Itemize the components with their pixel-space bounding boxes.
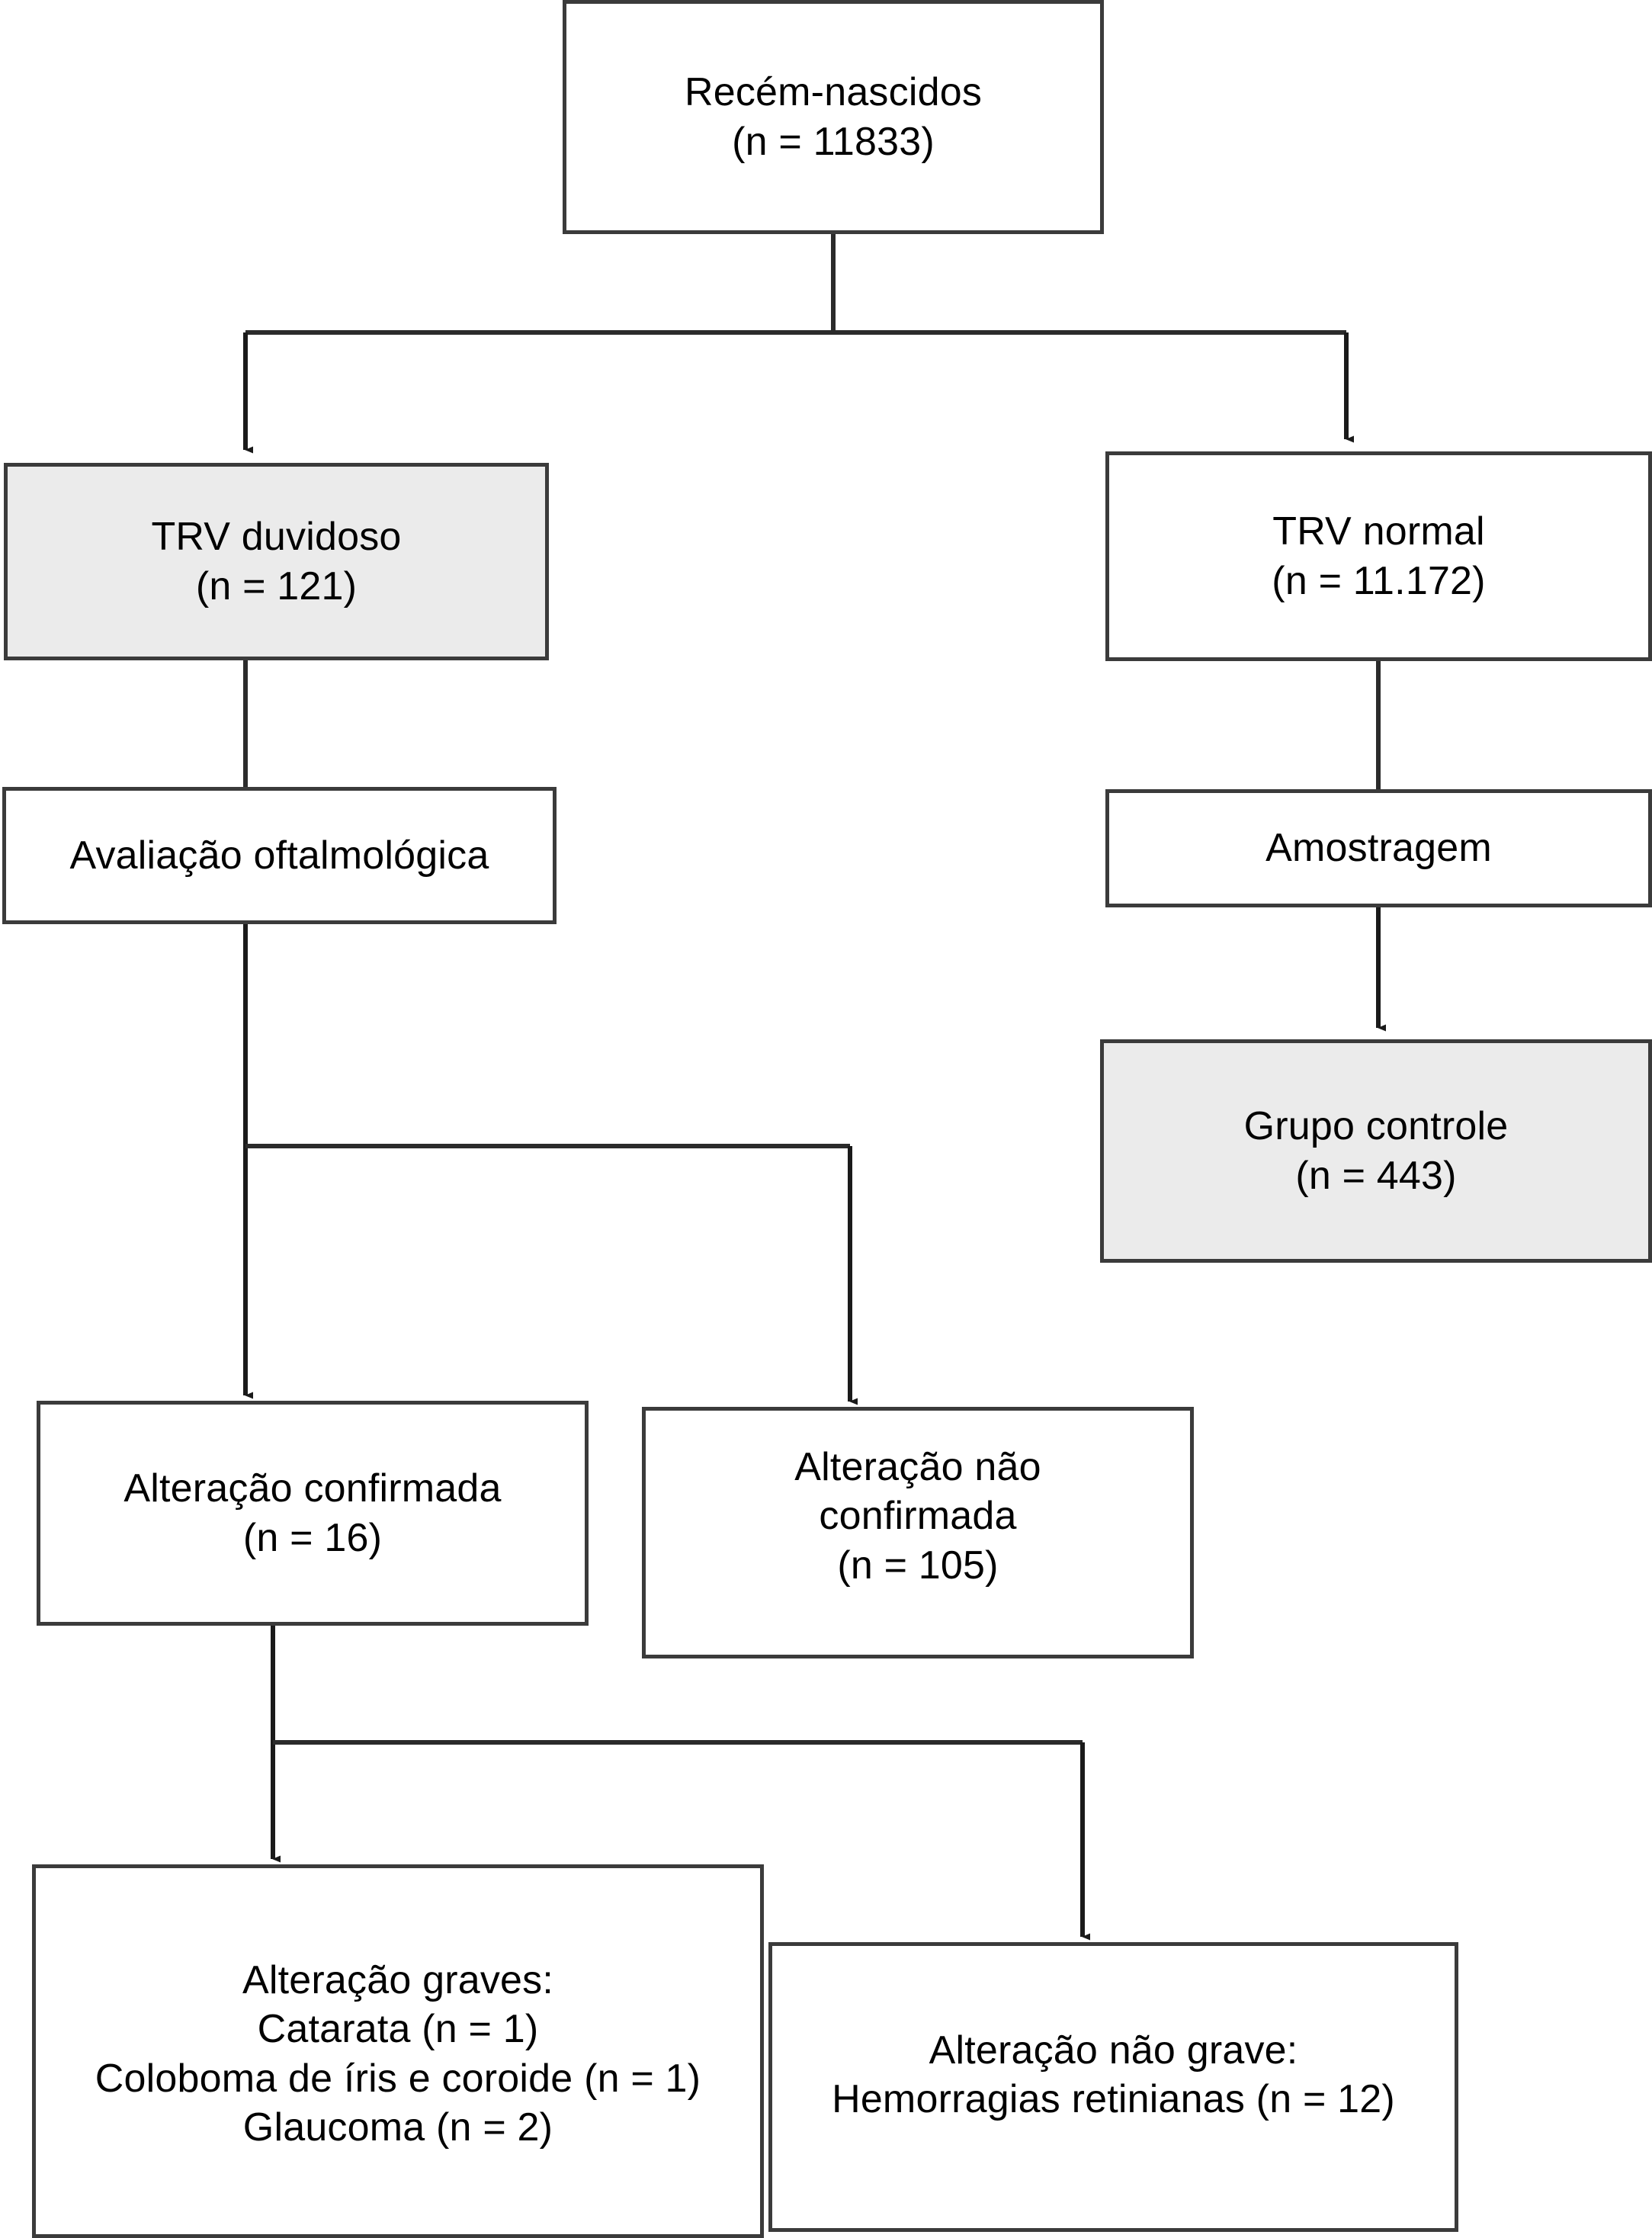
node-trv-duvidoso[interactable]: TRV duvidoso (n = 121) [4,463,549,660]
node-trv-normal-label: TRV normal (n = 11.172) [1272,509,1486,603]
node-alteracao-nao-confirmada-label: Alteração não confirmada (n = 105) [794,1445,1041,1588]
node-trv-normal[interactable]: TRV normal (n = 11.172) [1105,451,1652,661]
node-recem-nascidos[interactable]: Recém-nascidos (n = 11833) [563,0,1104,234]
node-alteracao-nao-confirmada[interactable]: Alteração não confirmada (n = 105) [642,1407,1194,1658]
node-amostragem-label: Amostragem [1265,826,1492,871]
node-grupo-controle-label: Grupo controle (n = 443) [1243,1104,1509,1198]
node-avaliacao-oftalmologica-label: Avaliação oftalmológica [69,833,489,878]
node-alteracao-confirmada-label: Alteração confirmada (n = 16) [123,1466,502,1560]
edge-recem-to-children [243,234,1354,454]
node-amostragem[interactable]: Amostragem [1105,789,1652,907]
node-alteracao-graves-label: Alteração graves: Catarata (n = 1) Colob… [95,1958,701,2150]
node-alteracao-nao-grave-label: Alteração não grave: Hemorragias retinia… [832,2028,1395,2122]
node-avaliacao-oftalmologica[interactable]: Avaliação oftalmológica [2,787,557,924]
node-recem-nascidos-label: Recém-nascidos (n = 11833) [684,70,983,164]
edge-avaliacao-to-outcomes [243,924,858,1405]
node-trv-duvidoso-label: TRV duvidoso (n = 121) [151,515,402,608]
node-grupo-controle[interactable]: Grupo controle (n = 443) [1100,1039,1652,1263]
node-alteracao-graves[interactable]: Alteração graves: Catarata (n = 1) Colob… [32,1864,764,2238]
node-alteracao-confirmada[interactable]: Alteração confirmada (n = 16) [37,1401,589,1626]
node-alteracao-nao-grave[interactable]: Alteração não grave: Hemorragias retinia… [768,1942,1458,2232]
edge-confirmada-to-severity [271,1626,1090,1941]
